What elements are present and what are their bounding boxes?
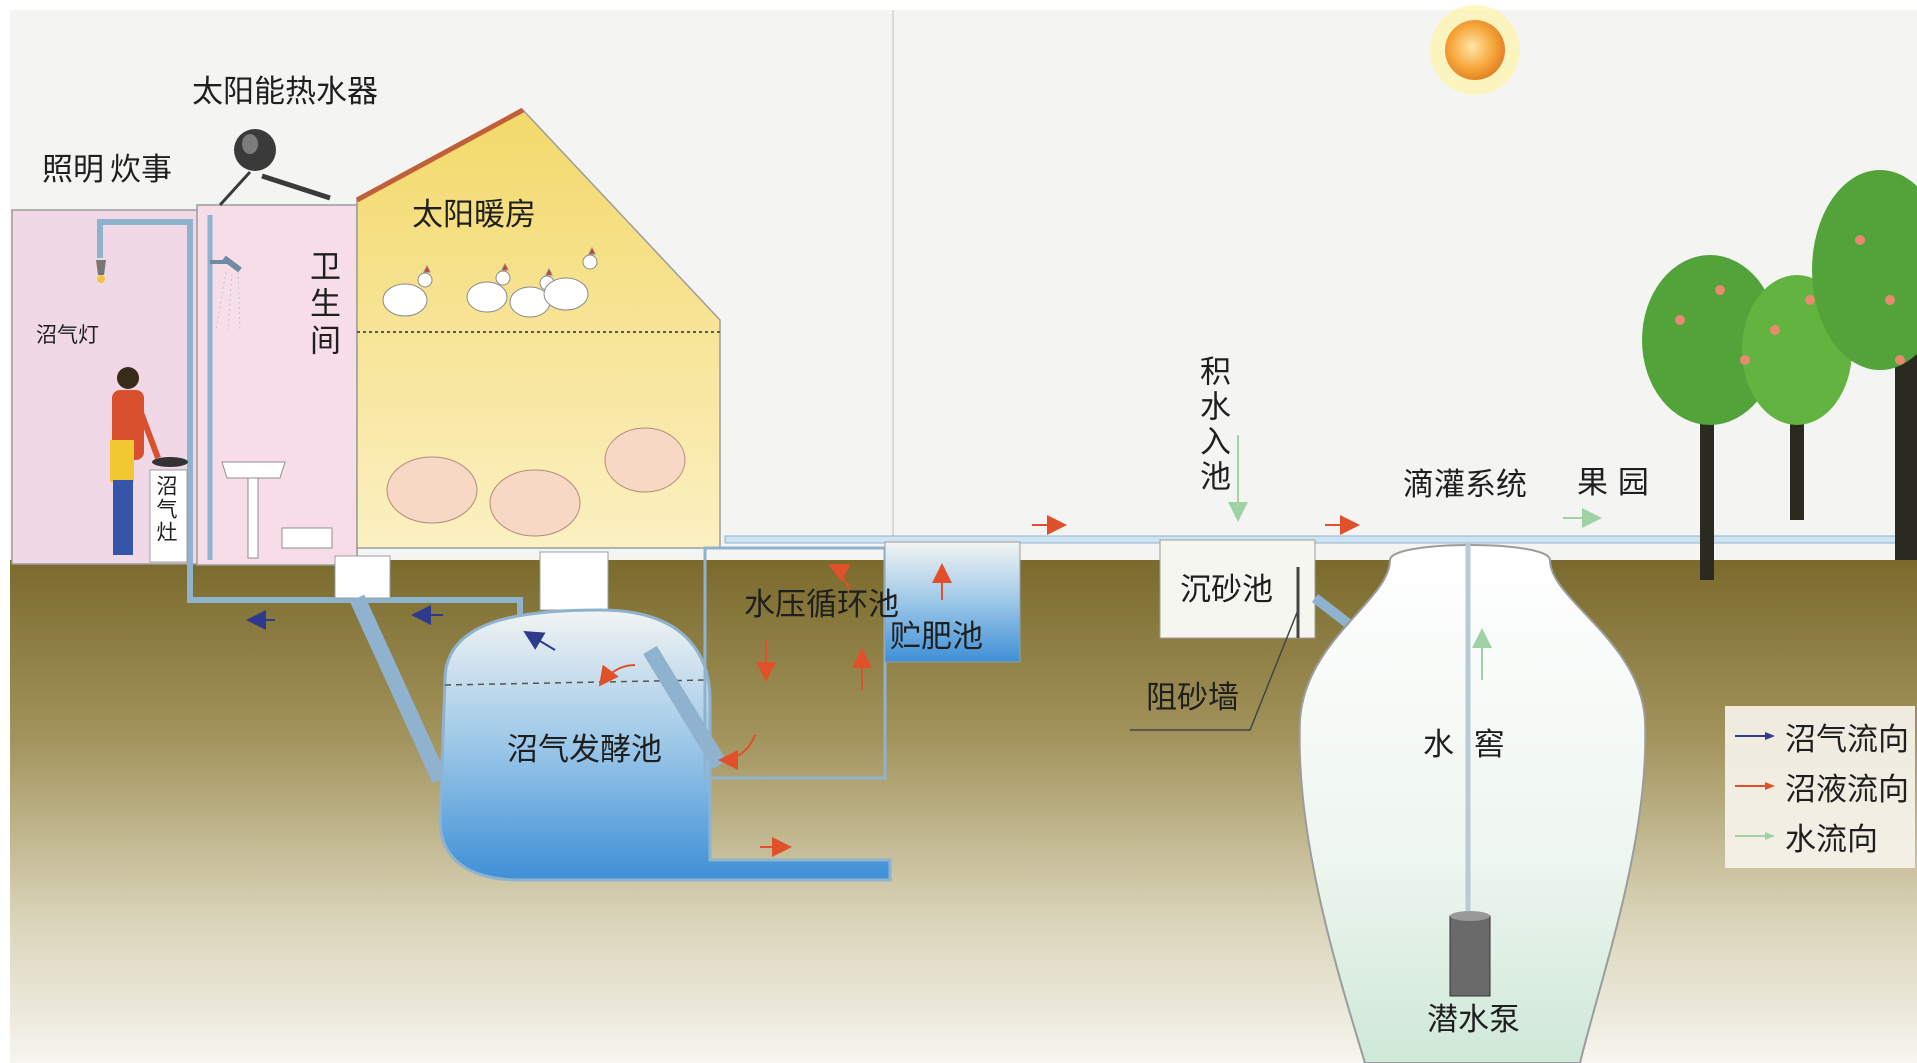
flow-arrow-gas [523, 630, 556, 651]
orchard-label: 果 园 [1577, 465, 1649, 501]
inlet-pipe [349, 594, 448, 784]
manure-pool [884, 541, 1021, 663]
flow-arrow-liquid [828, 564, 851, 591]
heater-arm [261, 173, 331, 201]
gas-pipe [97, 219, 523, 630]
flow-arrow-liquid [598, 664, 636, 687]
pressure-tank-label: 水压循环池 [744, 587, 899, 623]
arrow-icon [1735, 782, 1775, 790]
legend-label: 沼气流向 [1785, 721, 1909, 758]
sun-icon [1430, 5, 1520, 95]
cooking-label: 炊事 [110, 152, 172, 188]
inlet-box [334, 555, 391, 599]
arrow-icon [1735, 832, 1775, 840]
surface-pipe [724, 535, 1917, 544]
manure-pool-label: 贮肥池 [890, 619, 983, 655]
legend-item-water: 水流向 [1735, 816, 1878, 858]
biogas-stove-icon [149, 469, 188, 563]
biogas-lamp-label: 沼气灯 [36, 323, 99, 347]
bathroom-room [196, 204, 358, 566]
fruit-tree-icon [1642, 170, 1917, 580]
arrow-icon [1735, 732, 1775, 740]
chicken-icon [382, 246, 598, 318]
lighting-label: 照明 [42, 152, 104, 188]
legend-label: 水流向 [1785, 821, 1878, 858]
pig-icon [386, 427, 686, 537]
outlet-box [539, 551, 609, 611]
greenhouse-roof-edge [355, 107, 525, 203]
biogas-stove-label: 沼气灶 [154, 475, 178, 544]
toilet-icon [281, 527, 333, 549]
legend-item-gas: 沼气流向 [1735, 716, 1909, 758]
solar-greenhouse-label: 太阳暖房 [412, 197, 536, 233]
sand-settling-label: 沉砂池 [1180, 572, 1273, 608]
legend: 沼气流向 沼液流向 水流向 [1725, 706, 1915, 868]
sink-icon [221, 461, 286, 479]
bathroom-label: 卫生间 [304, 250, 340, 361]
legend-item-liquid: 沼液流向 [1735, 766, 1909, 808]
drip-irrigation-label: 滴灌系统 [1403, 467, 1527, 503]
sand-wall-label: 阻砂墙 [1146, 680, 1239, 716]
cellar-label: 水 窖 [1423, 727, 1505, 763]
legend-label: 沼液流向 [1785, 771, 1909, 808]
pump-icon [1449, 915, 1491, 997]
flow-arrow-liquid [718, 734, 756, 770]
water-cellar [1298, 544, 1647, 1063]
sand-settling-tank [1159, 539, 1316, 639]
pump-label: 潜水泵 [1427, 1002, 1520, 1038]
person-cooking-icon [110, 367, 188, 555]
digester-label: 沼气发酵池 [507, 732, 662, 768]
solar-heater-label: 太阳能热水器 [192, 74, 378, 110]
biogas-digester [438, 608, 892, 882]
water-inlet-label: 积水入池 [1194, 355, 1230, 495]
pressure-tank [703, 546, 887, 780]
